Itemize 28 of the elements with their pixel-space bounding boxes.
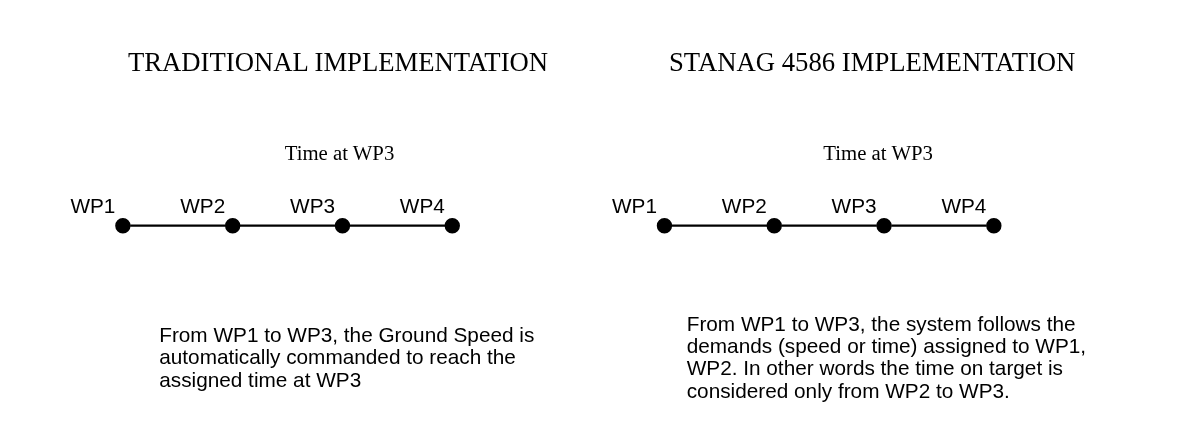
label: From WP1 to WP3, the Ground Speed is automatically commanded to reach the assigned time at WP3 xyxy=(158,323,534,391)
node-circle xyxy=(114,218,131,234)
node-circle xyxy=(444,218,460,234)
node-circle xyxy=(656,218,672,234)
node-label: WP1 xyxy=(611,194,657,218)
node-label: WP3 xyxy=(831,194,877,218)
connector xyxy=(671,224,767,227)
connector xyxy=(349,224,445,227)
label: TRADITIONAL IMPLEMENTATION xyxy=(127,47,548,77)
node-label: WP2 xyxy=(721,194,767,218)
label: Time at WP3 xyxy=(284,141,394,165)
node-circle xyxy=(875,218,892,234)
node-label: WP3 xyxy=(289,194,335,218)
label: STANAG 4586 IMPLEMENTATION xyxy=(668,47,1075,77)
node-circle xyxy=(766,218,782,234)
node-circle xyxy=(985,218,1002,234)
connector xyxy=(129,224,225,227)
node-label: WP1 xyxy=(69,194,115,218)
label: From WP1 to WP3, the system follows the demands (speed or time) assigned to WP1, WP2. In other words the time on target is considered only from WP2 to WP3. xyxy=(686,311,1086,402)
connector xyxy=(890,224,987,227)
connector xyxy=(239,224,335,227)
node-label: WP2 xyxy=(179,194,225,218)
node-circle xyxy=(224,218,240,234)
node-label: WP4 xyxy=(940,194,986,218)
node-label: WP4 xyxy=(399,194,445,218)
connector xyxy=(781,224,877,227)
node-circle xyxy=(334,218,350,234)
label: Time at WP3 xyxy=(822,141,933,165)
